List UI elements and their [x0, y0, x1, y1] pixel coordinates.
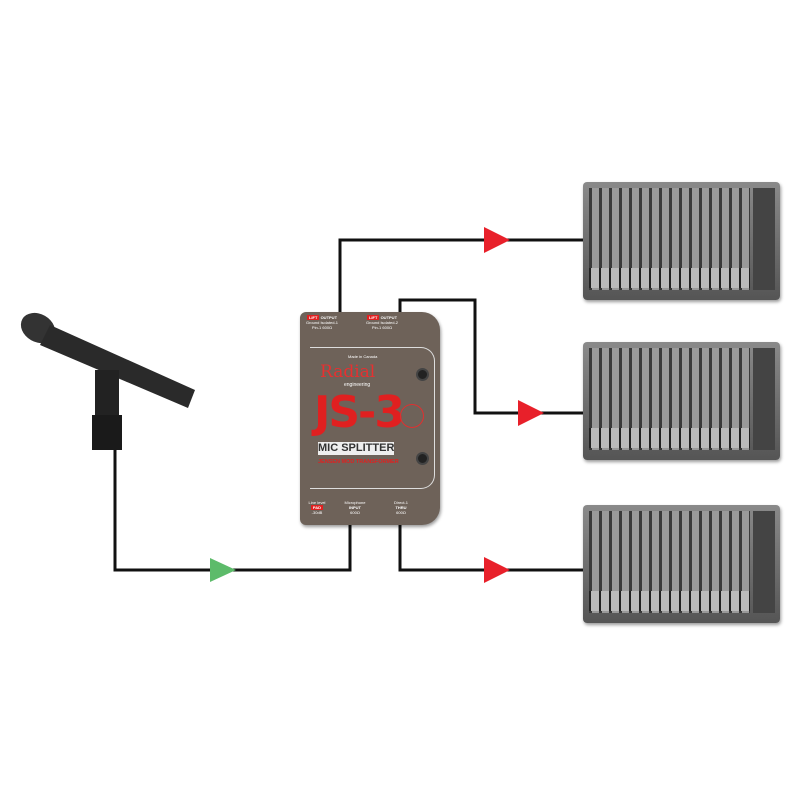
- output1-arrow-icon: [484, 227, 510, 253]
- input-ohm: 600Ω: [350, 510, 360, 515]
- output2-sub: Isolated-2: [380, 320, 399, 325]
- thru-labels: Direct-1 THRU 600Ω: [386, 500, 416, 515]
- output1-pin: Pin-1: [311, 325, 322, 330]
- mixer-2: [583, 342, 780, 460]
- front-panel: [310, 347, 435, 489]
- thru-label: Direct-1: [393, 500, 408, 505]
- output2-label: OUTPUT: [380, 315, 398, 320]
- output1-labels: LIFT OUTPUT Ground Isolated-1 Pin-1 600Ω: [302, 315, 342, 330]
- pad-label: Line level: [308, 500, 326, 505]
- made-in-label: Made in Canada: [348, 354, 378, 359]
- input-labels: Microphone INPUT 600Ω: [340, 500, 370, 515]
- product-tagline: JENSEN MOD TRANSFORMER: [318, 459, 399, 465]
- output1-sub: Isolated-1: [320, 320, 339, 325]
- thru-cable: [398, 525, 583, 572]
- output2-ground: Ground: [365, 320, 380, 325]
- brand-sub: engineering: [344, 382, 371, 388]
- input-label: Microphone: [344, 500, 366, 505]
- output2-arrow-icon: [518, 400, 544, 426]
- pad-button: PAD: [310, 505, 324, 510]
- mixer-1: [583, 182, 780, 300]
- screw-icon: [416, 368, 429, 381]
- output1-ground: Ground: [305, 320, 320, 325]
- screw-icon: [416, 452, 429, 465]
- js3-mic-splitter: LIFT OUTPUT Ground Isolated-1 Pin-1 600Ω…: [300, 312, 440, 525]
- output1-lift-button: LIFT: [306, 315, 320, 320]
- thru-name: THRU: [395, 505, 407, 510]
- input-arrow-icon: [210, 558, 236, 582]
- pad-value: -30dB: [311, 510, 323, 515]
- output2-ohm: 600Ω: [382, 325, 393, 330]
- output2-pin: Pin-1: [371, 325, 382, 330]
- product-subtitle: MIC SPLITTER: [318, 442, 395, 455]
- brand-logo: Radial: [320, 362, 376, 382]
- output2-lift-button: LIFT: [366, 315, 380, 320]
- microphone-icon: [20, 312, 195, 450]
- target-icon: [400, 404, 424, 428]
- output1-label: OUTPUT: [320, 315, 338, 320]
- pad-labels: Line level PAD -30dB: [302, 500, 332, 515]
- output1-ohm: 600Ω: [322, 325, 333, 330]
- mixer-3: [583, 505, 780, 623]
- output2-labels: LIFT OUTPUT Ground Isolated-2 Pin-1 600Ω: [362, 315, 402, 330]
- input-name: INPUT: [349, 505, 361, 510]
- output2-cable: [398, 298, 583, 415]
- thru-ohm: 600Ω: [396, 510, 406, 515]
- thru-arrow-icon: [484, 557, 510, 583]
- model-name: JS-3: [314, 387, 405, 438]
